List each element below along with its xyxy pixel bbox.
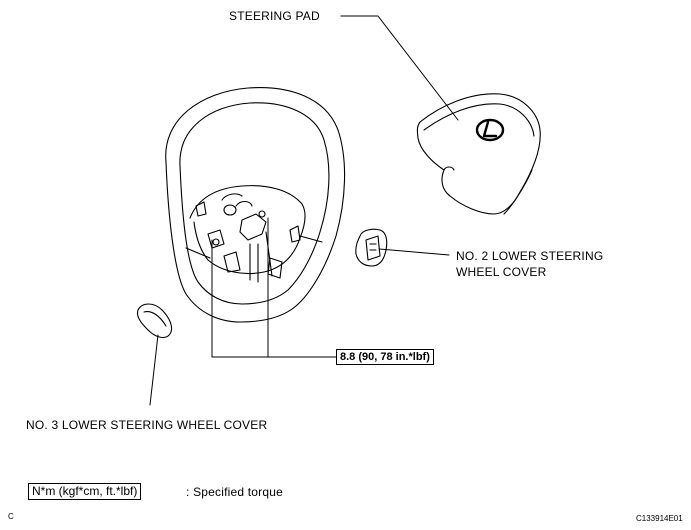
legend-units-box: N*m (kgf*cm, ft.*lbf): [28, 483, 142, 500]
lexus-emblem-l: [482, 120, 498, 138]
label-steering-pad: STEERING PAD: [229, 9, 320, 23]
steering-wheel-part: [165, 87, 346, 323]
legend-description: : Specified torque: [186, 485, 283, 499]
torque-spec-box: 8.8 (90, 78 in.*lbf): [336, 349, 434, 365]
no3-lower-cover-part: [136, 303, 173, 339]
leader-steering-pad: [340, 15, 459, 121]
leader-no3-cover: [149, 334, 159, 406]
leader-no2-cover: [378, 248, 450, 256]
leader-torque: [211, 217, 337, 358]
label-no3-cover: NO. 3 LOWER STEERING WHEEL COVER: [26, 418, 268, 432]
corner-letter: C: [8, 512, 14, 521]
label-no2-cover-line1: NO. 2 LOWER STEERING: [456, 249, 604, 263]
no2-lower-cover-part: [355, 228, 388, 267]
steering-pad-part: [416, 93, 541, 215]
label-no2-cover-line2: WHEEL COVER: [456, 265, 547, 279]
leader-lines: [149, 15, 459, 406]
figure-id: C133914E01: [636, 514, 683, 523]
lexus-emblem: [475, 118, 505, 142]
